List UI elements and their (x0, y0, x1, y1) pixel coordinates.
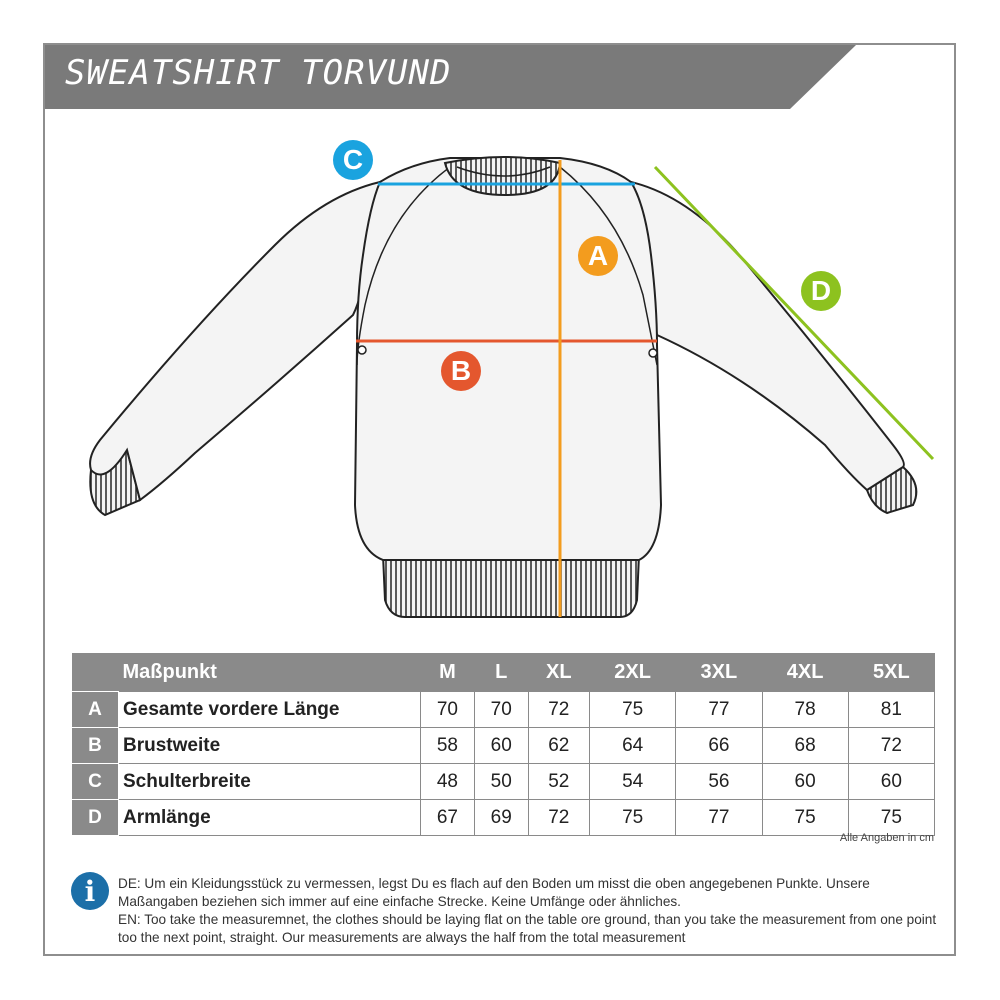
table-cell: 75 (847, 799, 936, 836)
info-icon: i (71, 872, 109, 910)
table-cell: 67 (420, 799, 475, 836)
table-row: B Brustweite 58 60 62 64 66 68 72 (71, 727, 936, 764)
size-chart-frame: SWEATSHIRT TORVUND C (43, 43, 956, 956)
table-cell: 50 (473, 763, 529, 800)
table-cell: 66 (675, 727, 763, 764)
size-header: L (474, 653, 529, 692)
right-cuff (865, 465, 918, 515)
table-cell: 75 (761, 799, 849, 836)
row-letter: B (71, 727, 119, 764)
product-title: SWEATSHIRT TORVUND (65, 53, 452, 93)
row-label: Schulterbreite (118, 763, 421, 800)
table-cell: 58 (420, 727, 475, 764)
raglan-seam-left (356, 166, 451, 366)
table-cell: 60 (473, 727, 529, 764)
table-cell: 52 (527, 763, 591, 800)
marker-a: A (578, 236, 618, 276)
units-note: Alle Angaben in cm (839, 832, 934, 844)
table-cell: 60 (847, 763, 936, 800)
table-cell: 72 (847, 727, 936, 764)
table-cell: 56 (675, 763, 763, 800)
sweatshirt-drawing (89, 156, 935, 618)
table-cell: 70 (420, 691, 475, 728)
table-cell: 75 (589, 799, 677, 836)
table-cell: 72 (527, 691, 591, 728)
hem-rib (381, 554, 641, 618)
left-sleeve (89, 180, 382, 502)
table-cell: 48 (420, 763, 475, 800)
banner-shape (45, 45, 856, 109)
table-row: C Schulterbreite 48 50 52 54 56 60 60 (71, 763, 936, 800)
table-cell: 60 (761, 763, 849, 800)
table-cell: 78 (761, 691, 849, 728)
table-cell: 62 (527, 727, 591, 764)
table-row: D Armlänge 67 69 72 75 77 75 75 (71, 799, 936, 836)
size-header: XL (528, 653, 590, 692)
size-table-header: Maßpunkt M L XL 2XL 3XL 4XL 5XL (71, 653, 935, 692)
row-letter: A (71, 691, 119, 728)
table-cell: 70 (473, 691, 529, 728)
right-sleeve (629, 180, 905, 492)
info-text: DE: Um ein Kleidungsstück zu vermessen, … (118, 875, 948, 947)
table-cell: 77 (675, 799, 763, 836)
row-label: Gesamte vordere Länge (118, 691, 421, 728)
side-seam-dot-left (357, 345, 367, 355)
header-letter-cell (71, 653, 119, 692)
measure-line-d (653, 165, 935, 461)
size-header: 4XL (762, 653, 849, 692)
marker-c: C (333, 140, 373, 180)
table-cell: 54 (589, 763, 677, 800)
marker-d: D (801, 271, 841, 311)
table-cell: 64 (589, 727, 677, 764)
size-table: Maßpunkt M L XL 2XL 3XL 4XL 5XL A Gesamt… (71, 653, 936, 836)
header-label: Maßpunkt (118, 653, 421, 692)
size-header: 2XL (589, 653, 676, 692)
row-label: Armlänge (118, 799, 421, 836)
table-cell: 81 (847, 691, 936, 728)
table-cell: 69 (473, 799, 529, 836)
info-text-en: EN: Too take the measuremnet, the clothe… (118, 912, 937, 945)
info-text-de: DE: Um ein Kleidungsstück zu vermessen, … (118, 876, 870, 909)
row-letter: C (71, 763, 119, 800)
table-cell: 72 (527, 799, 591, 836)
row-label: Brustweite (118, 727, 421, 764)
size-header: 5XL (848, 653, 935, 692)
marker-b: B (441, 351, 481, 391)
size-header: M (420, 653, 475, 692)
size-header: 3XL (675, 653, 762, 692)
row-letter: D (71, 799, 119, 836)
table-cell: 77 (675, 691, 763, 728)
table-row: A Gesamte vordere Länge 70 70 72 75 77 7… (71, 691, 936, 728)
table-cell: 68 (761, 727, 849, 764)
table-cell: 75 (589, 691, 677, 728)
side-seam-dot-right (648, 348, 658, 358)
title-banner: SWEATSHIRT TORVUND (45, 45, 954, 109)
